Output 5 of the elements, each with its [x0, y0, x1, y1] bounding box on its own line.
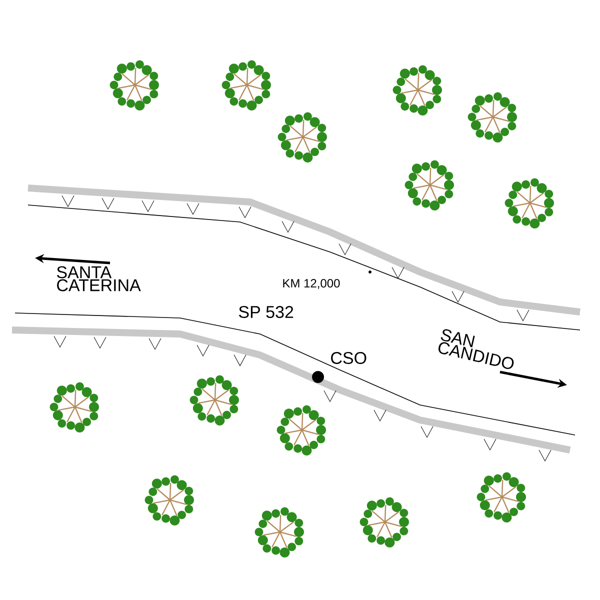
place-label: SAN CANDIDO — [438, 329, 514, 370]
road-label: SP 532 — [238, 306, 294, 318]
km-label: KM 12,000 — [283, 279, 340, 289]
place-label: SANTA CATERINA — [56, 266, 141, 292]
point-label: CSO — [331, 352, 366, 364]
